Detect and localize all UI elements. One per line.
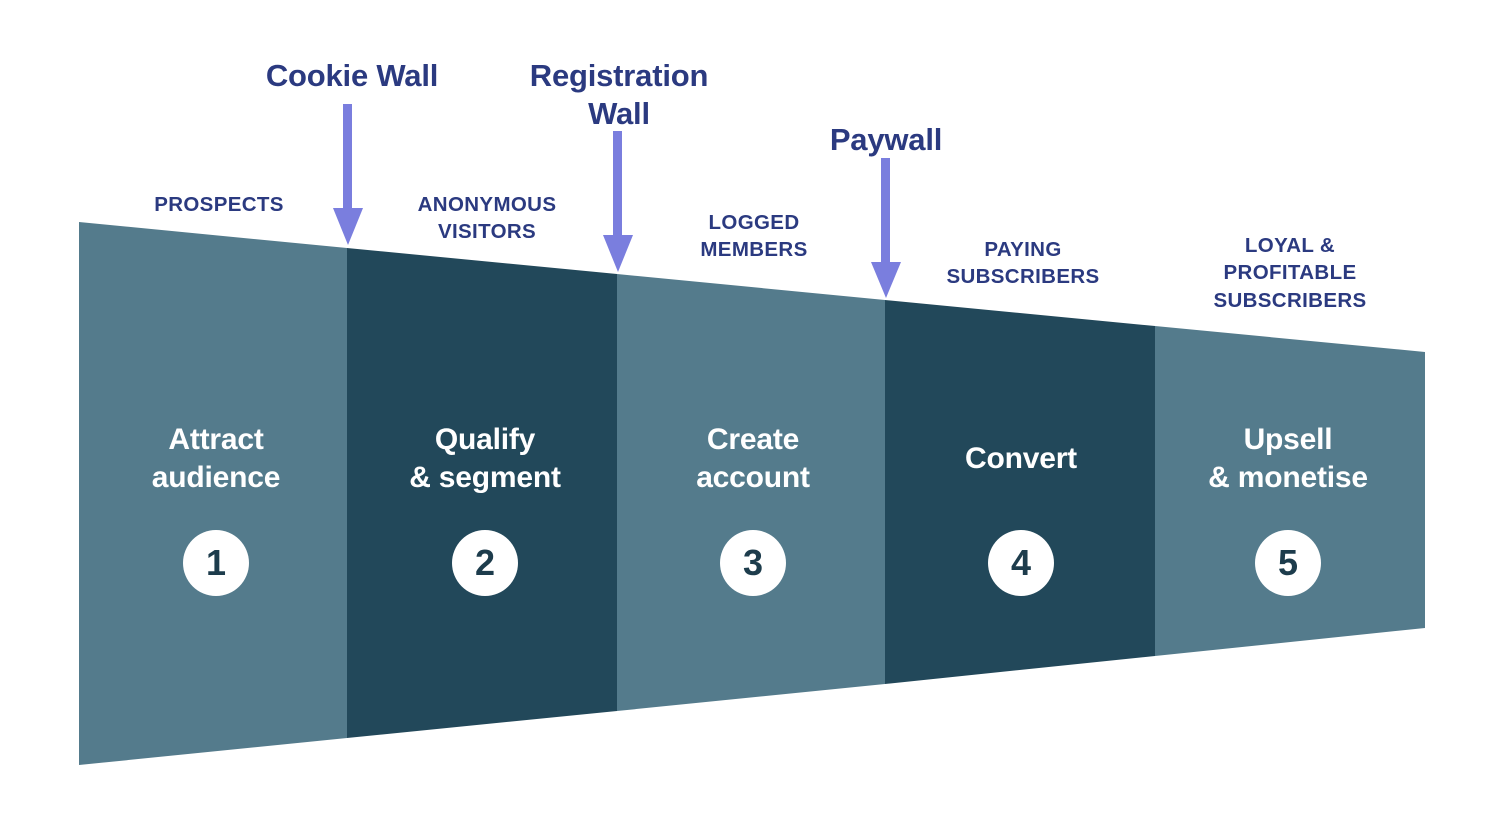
- audience-label-prospects: PROSPECTS: [154, 193, 284, 216]
- funnel-segment-2: [347, 248, 617, 738]
- stage-number-badge-2: 2: [452, 530, 518, 596]
- stage-title-5: Upsell & monetise: [1208, 423, 1368, 494]
- stage-number-badge-1: 1: [183, 530, 249, 596]
- down-arrow-icon: [603, 131, 633, 272]
- stage-number-badge-4: 4: [988, 530, 1054, 596]
- audience-label-loyal-profitable-subscribers: LOYAL & PROFITABLE SUBSCRIBERS: [1213, 234, 1367, 312]
- gate-label-paywall: Paywall: [829, 122, 943, 157]
- audience-label-paying-subscribers: PAYING SUBSCRIBERS: [946, 238, 1100, 289]
- stage-number-badge-3: 3: [720, 530, 786, 596]
- audience-label-logged-members: LOGGED MEMBERS: [700, 211, 808, 262]
- stage-title-1: Attract audience: [151, 423, 281, 494]
- funnel-segment-5: [1155, 326, 1425, 656]
- funnel-segment-1: [79, 222, 347, 765]
- down-arrow-icon: [333, 104, 363, 245]
- down-arrow-icon: [871, 158, 901, 298]
- stage-title-3: Create account: [696, 423, 810, 494]
- funnel-segment-4: [885, 300, 1155, 684]
- stage-number-badge-5: 5: [1255, 530, 1321, 596]
- stage-title-2: Qualify & segment: [409, 423, 561, 494]
- audience-label-anonymous-visitors: ANONYMOUS VISITORS: [417, 193, 557, 244]
- funnel-segment-3: [617, 274, 885, 711]
- stage-title-4: Convert: [965, 442, 1077, 475]
- gate-label-registration-wall: Registration Wall: [529, 58, 709, 131]
- gate-label-cookie-wall: Cookie Wall: [265, 58, 439, 93]
